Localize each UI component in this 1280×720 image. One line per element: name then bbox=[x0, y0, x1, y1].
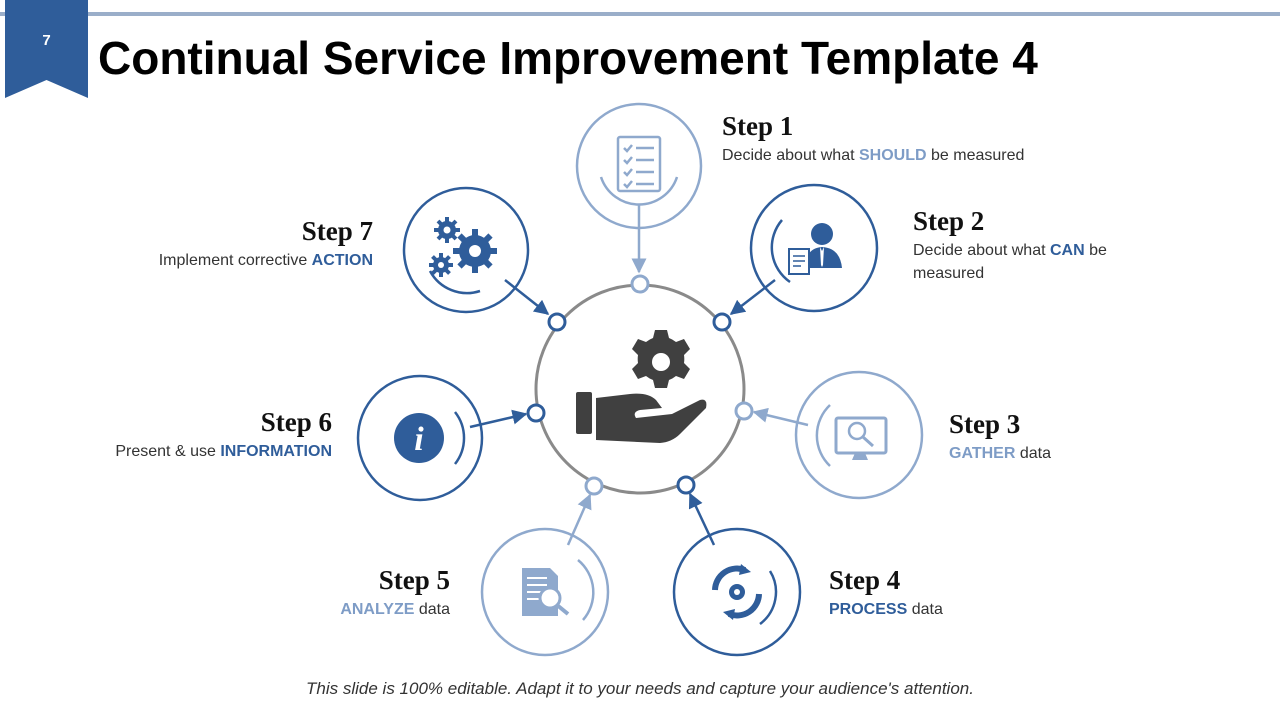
center-ring bbox=[534, 283, 746, 495]
step-4-label: Step 4 PROCESS data bbox=[829, 564, 1079, 621]
checklist-icon bbox=[616, 135, 662, 193]
step-1-node bbox=[575, 102, 703, 230]
step-description: Decide about what CAN be measured bbox=[913, 242, 1107, 282]
top-rule bbox=[0, 12, 1280, 16]
step-description: Present & use INFORMATION bbox=[115, 443, 332, 460]
step-description: Decide about what SHOULD be measured bbox=[722, 147, 1025, 164]
step-title: Step 3 bbox=[949, 409, 1021, 439]
step-4-node bbox=[672, 527, 802, 657]
connectors bbox=[469, 205, 809, 546]
slide-number: 7 bbox=[42, 32, 51, 49]
step-3-node bbox=[794, 370, 924, 500]
step-description: Implement corrective ACTION bbox=[158, 252, 373, 269]
gears-icon bbox=[429, 217, 497, 277]
slide-number-badge bbox=[5, 0, 88, 98]
step-5-node bbox=[480, 527, 610, 657]
document-search-icon bbox=[522, 568, 570, 616]
step-title: Step 2 bbox=[913, 206, 985, 236]
step-6-label: Step 6 Present & use INFORMATION bbox=[30, 406, 332, 463]
svg-text:i: i bbox=[414, 421, 424, 458]
step-title: Step 6 bbox=[260, 407, 332, 437]
process-cycle-icon bbox=[712, 564, 762, 620]
ring-dots bbox=[526, 274, 754, 496]
step-5-label: Step 5 ANALYZE data bbox=[200, 564, 450, 621]
businessman-document-icon bbox=[788, 223, 842, 275]
step-2-label: Step 2 Decide about what CAN be measured bbox=[913, 205, 1163, 285]
info-icon: i bbox=[394, 413, 444, 463]
step-7-node bbox=[402, 186, 530, 314]
step-title: Step 1 bbox=[722, 111, 794, 141]
step-1-label: Step 1 Decide about what SHOULD be measu… bbox=[722, 110, 1142, 167]
step-title: Step 4 bbox=[829, 565, 901, 595]
step-2-node bbox=[749, 183, 879, 313]
monitor-search-icon bbox=[834, 416, 888, 460]
step-title: Step 5 bbox=[378, 565, 450, 595]
step-7-label: Step 7 Implement corrective ACTION bbox=[60, 215, 373, 272]
page-title: Continual Service Improvement Template 4 bbox=[98, 32, 1038, 84]
step-6-node: i bbox=[356, 374, 484, 502]
step-description: PROCESS data bbox=[829, 601, 943, 618]
step-description: GATHER data bbox=[949, 445, 1051, 462]
hand-gear-icon bbox=[576, 330, 707, 443]
step-title: Step 7 bbox=[301, 216, 373, 246]
step-3-label: Step 3 GATHER data bbox=[949, 408, 1199, 465]
step-description: ANALYZE data bbox=[340, 601, 450, 618]
footer-note: This slide is 100% editable. Adapt it to… bbox=[306, 679, 974, 698]
